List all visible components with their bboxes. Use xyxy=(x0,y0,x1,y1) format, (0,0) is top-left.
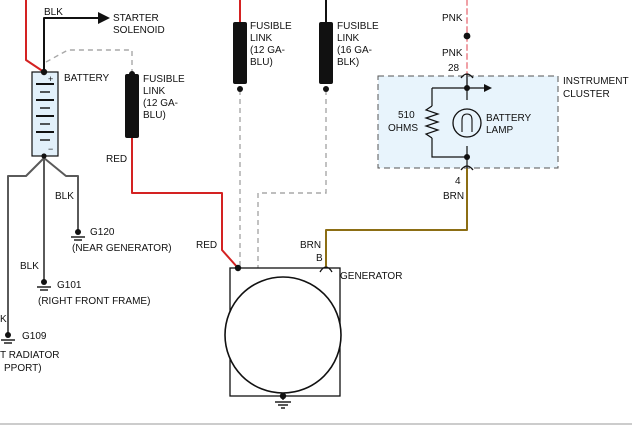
ground-g109-icon xyxy=(1,332,15,344)
label-resistor-unit: OHMS xyxy=(388,123,418,134)
label-battery: BATTERY xyxy=(64,73,110,84)
red-wire-generator xyxy=(131,137,239,269)
fusible-link-3-dot xyxy=(323,86,329,92)
label-fusible-link-2-a: FUSIBLE xyxy=(250,21,292,32)
label-pin-4: 4 xyxy=(455,176,461,187)
label-fusible-link-2-d: BLU) xyxy=(250,57,273,68)
label-brn-right: BRN xyxy=(443,191,464,202)
label-blk-top: BLK xyxy=(44,7,63,18)
label-instrument: INSTRUMENT xyxy=(563,76,629,87)
label-battery-plus: + xyxy=(48,74,53,84)
label-solenoid: SOLENOID xyxy=(113,25,165,36)
label-battery-minus: − xyxy=(48,144,53,154)
label-fusible-link-2-b: LINK xyxy=(250,33,273,44)
fusible-link-1-symbol xyxy=(125,74,139,138)
label-blk-g120: BLK xyxy=(55,191,74,202)
label-fusible-link-3-c: (16 GA- xyxy=(337,45,372,56)
ground-wire-g120 xyxy=(43,157,79,233)
label-pnk-top: PNK xyxy=(442,13,463,24)
label-fusible-link-1-b: LINK xyxy=(143,86,166,97)
label-fusible-link-2-c: (12 GA- xyxy=(250,45,285,56)
label-pnk-mid: PNK xyxy=(442,48,463,59)
label-starter: STARTER xyxy=(113,13,159,24)
label-g120-desc: (NEAR GENERATOR) xyxy=(72,243,172,254)
resistor-symbol xyxy=(424,105,440,139)
label-g109-desc-2: PPORT) xyxy=(4,363,42,374)
pink-splice-dot xyxy=(463,32,471,40)
fusible-link-2-symbol xyxy=(233,22,247,84)
battery-lamp-symbol xyxy=(452,108,482,138)
generator-ground-dot xyxy=(279,392,287,400)
label-fusible-link-3-a: FUSIBLE xyxy=(337,21,379,32)
label-fusible-link-3-d: BLK) xyxy=(337,57,359,68)
label-g101: G101 xyxy=(57,280,82,291)
generator-symbol xyxy=(224,276,342,394)
label-g101-desc: (RIGHT FRONT FRAME) xyxy=(38,296,150,307)
label-resistor-value: 510 xyxy=(398,110,415,121)
starter-arrow-icon xyxy=(98,12,110,24)
label-generator: GENERATOR xyxy=(340,271,402,282)
black-wire-starter xyxy=(43,17,101,73)
label-fusible-link-1-c: (12 GA- xyxy=(143,98,178,109)
battery-cells xyxy=(36,83,54,141)
label-red-generator: RED xyxy=(196,240,217,251)
fusible-link-2-dot xyxy=(237,86,243,92)
label-blk-g101: BLK xyxy=(20,261,39,272)
cluster-arrow-icon xyxy=(484,84,492,92)
fusible-link-3-symbol xyxy=(319,22,333,84)
label-g109-desc-1: T RADIATOR xyxy=(0,350,59,361)
brown-wire-generator xyxy=(325,167,468,267)
battery-top-dot xyxy=(40,68,48,76)
label-fusible-link-1-a: FUSIBLE xyxy=(143,74,185,85)
label-terminal-b: B xyxy=(316,253,323,264)
dashed-wire-link3 xyxy=(257,90,327,268)
label-fusible-link-1-d: BLU) xyxy=(143,110,166,121)
label-g120: G120 xyxy=(90,227,115,238)
red-wire-battery-feed xyxy=(25,0,45,73)
label-g109: G109 xyxy=(22,331,47,342)
label-fusible-link-3-b: LINK xyxy=(337,33,360,44)
dashed-wire-battery xyxy=(45,49,133,74)
label-battery-lamp-2: LAMP xyxy=(486,125,514,136)
battery-bottom-dot xyxy=(41,153,47,159)
label-pin-28: 28 xyxy=(448,63,460,74)
label-battery-lamp-1: BATTERY xyxy=(486,113,532,124)
ground-g120-icon xyxy=(71,229,85,241)
fusible-link-1-dot xyxy=(129,71,135,77)
generator-ground-icon xyxy=(275,401,291,409)
label-brn-generator: BRN xyxy=(300,240,321,251)
generator-b-terminal-icon xyxy=(319,266,333,273)
cluster-internal-wiring xyxy=(431,87,488,158)
generator-red-terminal-dot xyxy=(234,264,242,272)
ground-g101-icon xyxy=(37,279,51,291)
label-cluster: CLUSTER xyxy=(563,89,610,100)
label-blk-g109: K xyxy=(0,314,7,325)
label-red-left: RED xyxy=(106,154,127,165)
ground-wire-g109 xyxy=(7,157,45,336)
lamp-filament-icon xyxy=(461,113,473,132)
